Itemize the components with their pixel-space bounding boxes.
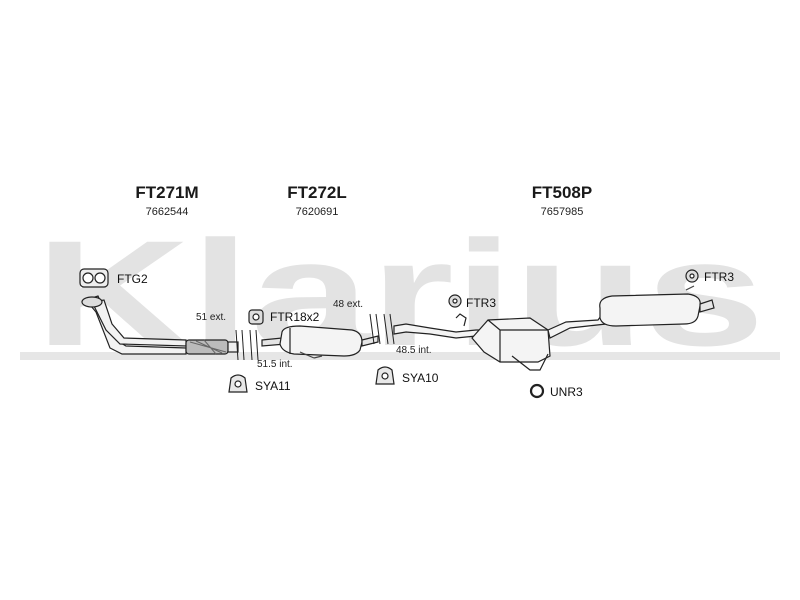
label-ftr18x2: FTR18x2 — [270, 310, 320, 324]
section-number-7662544: 7662544 — [145, 206, 189, 218]
flange-gasket-icon — [79, 268, 109, 288]
label-sya10: SYA10 — [402, 371, 439, 385]
dim-48-5-int: 48.5 int. — [396, 345, 432, 356]
rear-section — [393, 285, 715, 371]
label-unr3: UNR3 — [550, 385, 583, 399]
section-code-ft272l: FT272L — [287, 183, 347, 202]
label-sya11: SYA11 — [255, 379, 291, 393]
rubber-mount-icon-ftr3-mid — [448, 294, 462, 308]
label-ftr3-right: FTR3 — [704, 270, 734, 284]
break-mark-middle — [369, 313, 395, 345]
section-number-7620691: 7620691 — [295, 206, 339, 218]
clamp-icon-sya10 — [375, 366, 395, 385]
front-downpipe — [81, 295, 239, 355]
dim-48-ext: 48 ext. — [333, 299, 364, 310]
rubber-mount-icon-ftr18 — [248, 309, 264, 325]
section-code-ft271m: FT271M — [135, 183, 199, 202]
ring-icon — [529, 383, 545, 399]
label-ftg2: FTG2 — [117, 272, 148, 286]
clamp-icon-sya11 — [228, 374, 248, 393]
label-ftr3-mid: FTR3 — [466, 296, 496, 310]
dim-51-ext: 51 ext. — [196, 312, 227, 323]
section-number-7657985: 7657985 — [540, 206, 584, 218]
rubber-mount-icon-ftr3-right — [685, 269, 699, 283]
section-code-ft508p: FT508P — [531, 183, 593, 202]
intermediate-silencer — [261, 325, 379, 359]
dim-51-5-int: 51.5 int. — [257, 359, 293, 370]
break-mark-left — [235, 329, 259, 361]
